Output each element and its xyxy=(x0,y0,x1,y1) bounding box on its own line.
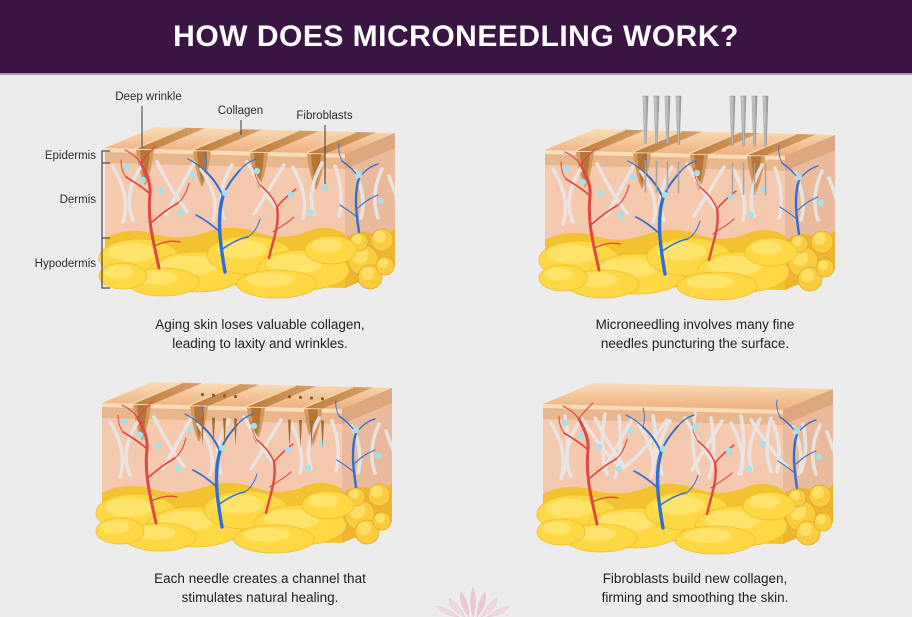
caption-line: firming and smoothing the skin. xyxy=(601,590,789,606)
lotus-flower-icon xyxy=(436,586,510,617)
label-fibroblasts: Fibroblasts xyxy=(296,110,353,122)
caption-line: stimulates natural healing. xyxy=(181,590,339,606)
header-banner: HOW DOES MICRONEEDLING WORK? xyxy=(0,0,912,75)
caption-aging-skin: Aging skin loses valuable collagen, lead… xyxy=(70,315,450,353)
caption-new-collagen: Fibroblasts build new collagen, firming … xyxy=(505,569,885,607)
skin-diagram-microneedling xyxy=(538,95,835,301)
caption-line: Aging skin loses valuable collagen, xyxy=(155,317,365,332)
caption-line: needles puncturing the surface. xyxy=(600,336,790,352)
skin-diagram-new-collagen xyxy=(536,383,833,555)
caption-line: Microneedling involves many fine xyxy=(595,317,795,332)
label-epidermis: Epidermis xyxy=(44,150,96,162)
caption-line: Each needle creates a channel that xyxy=(154,571,366,586)
label-dermis: Dermis xyxy=(59,194,96,206)
caption-line: Fibroblasts build new collagen, xyxy=(602,571,788,586)
caption-microneedling: Microneedling involves many fine needles… xyxy=(505,315,885,353)
label-deep-wrinkle: Deep wrinkle xyxy=(115,91,182,103)
caption-line: leading to laxity and wrinkles. xyxy=(172,336,348,352)
label-collagen: Collagen xyxy=(217,105,264,117)
page-title: HOW DOES MICRONEEDLING WORK? xyxy=(173,19,739,53)
caption-healing-channels: Each needle creates a channel that stimu… xyxy=(70,569,450,607)
label-hypodermis: Hypodermis xyxy=(34,258,96,270)
skin-diagram-healing-channels xyxy=(95,382,392,554)
